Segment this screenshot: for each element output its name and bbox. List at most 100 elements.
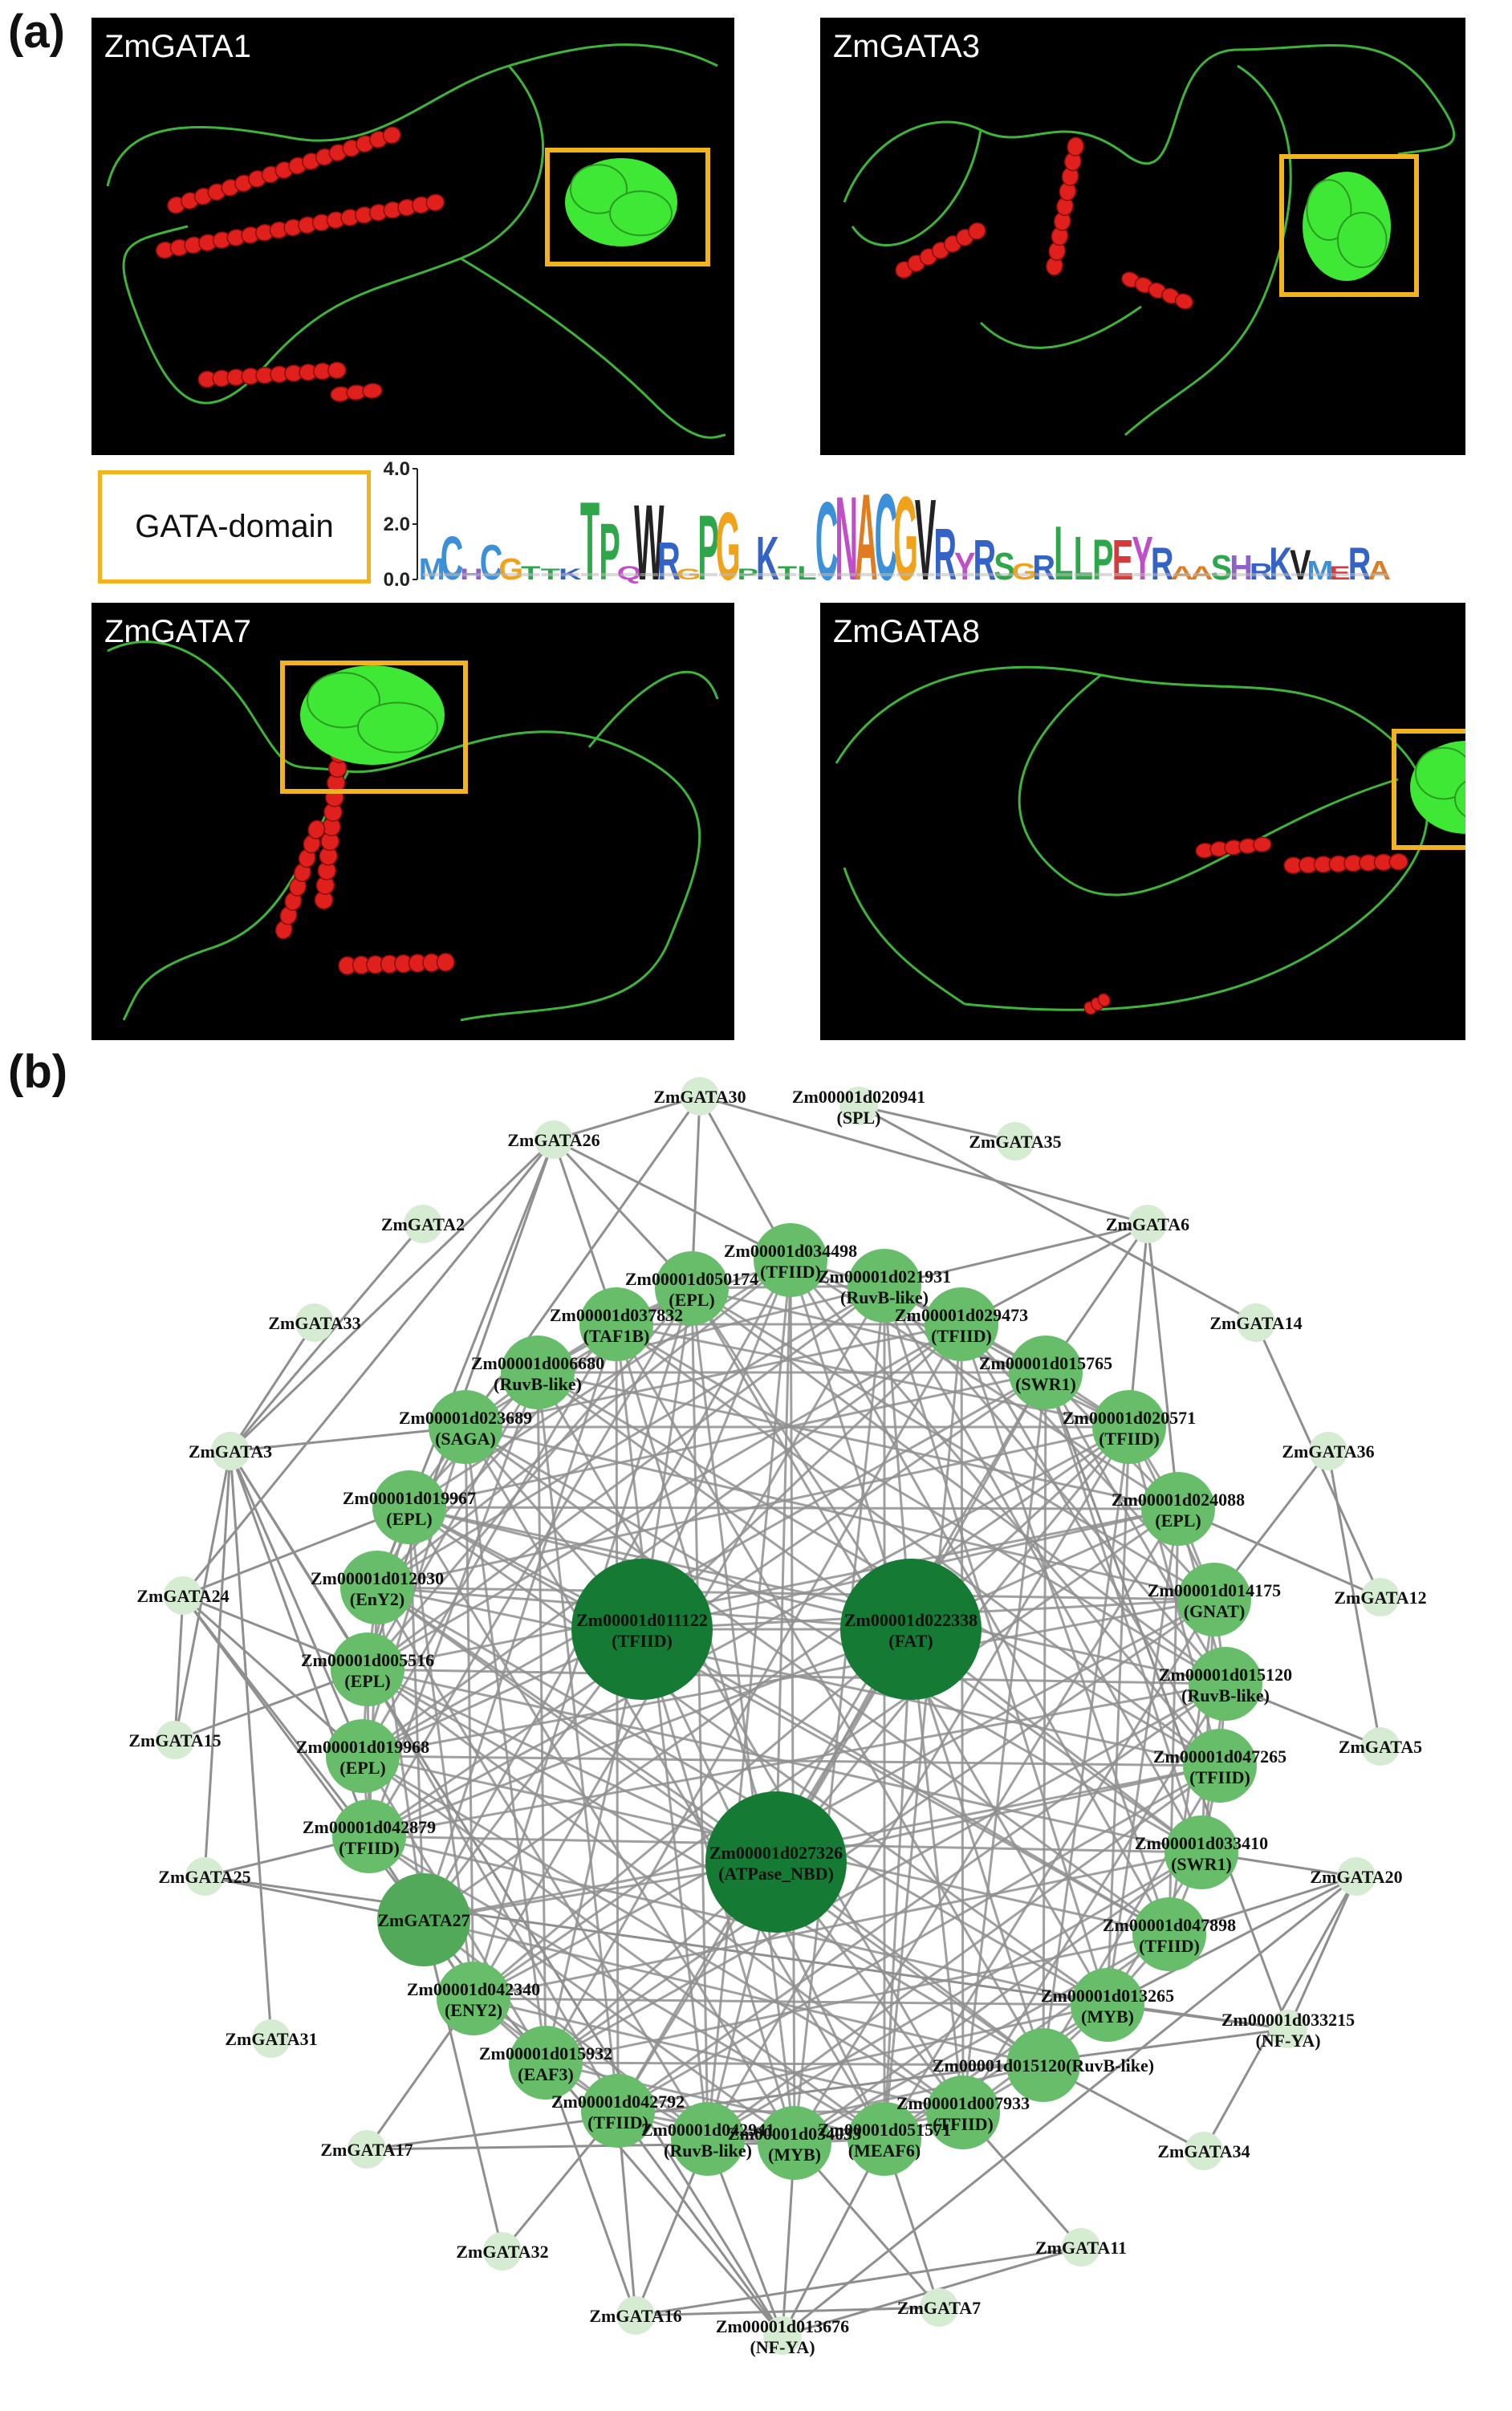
network-node (571, 1559, 713, 1700)
logo-letter: V (915, 477, 936, 588)
network-edge (367, 1668, 777, 1864)
node-label: ZmGATA15 (128, 1730, 221, 1750)
node-label-sub: (GNAT) (1184, 1601, 1246, 1621)
network-node (920, 2288, 958, 2327)
network-edge (408, 1506, 1179, 1510)
network-node (847, 1249, 921, 1323)
network-edge (465, 1323, 962, 1429)
network-edge (376, 1586, 1044, 2067)
node-label-sub: (EPL) (1155, 1510, 1201, 1531)
logo-letter: S (1211, 547, 1232, 587)
structure-zmgata1: ZmGATA1 (91, 18, 734, 455)
structure-zmgata8: ZmGATA8 (820, 603, 1465, 1040)
network-edge (464, 1426, 886, 2140)
node-label-sub: (MYB) (768, 2145, 821, 2165)
alpha-helix (338, 953, 455, 975)
logo-letter: R (1151, 539, 1174, 588)
logo-letter: N (835, 473, 858, 588)
network-edge (537, 1371, 1179, 1510)
network-node (377, 1873, 470, 1966)
network-edge (473, 1851, 1202, 2000)
node-label: Zm00001d037832 (550, 1305, 683, 1325)
node-label: ZmGATA2 (381, 1214, 465, 1234)
domain-highlight-box (1279, 154, 1419, 297)
network-edge (617, 1764, 1221, 2112)
node-label: Zm00001d042879 (303, 1817, 436, 1837)
network-edge (690, 1287, 709, 2140)
panel-b-label: (b) (8, 1046, 68, 1098)
network-edge (473, 1997, 1108, 2006)
logo-letter: L (1074, 524, 1093, 588)
network-node (925, 1287, 998, 1361)
protein-render (107, 640, 719, 1022)
node-label: Zm00001d015120 (1159, 1665, 1292, 1685)
network-node (1164, 1815, 1238, 1889)
network-edge (465, 1425, 1215, 1601)
node-label: ZmGATA17 (320, 2140, 413, 2160)
logo-letter: C (480, 535, 503, 588)
logo-y-tick: 4.0 (384, 459, 410, 480)
logo-letter: G (1012, 559, 1037, 585)
node-label: Zm00001d047898 (1103, 1915, 1236, 1935)
network-node (509, 2026, 583, 2100)
node-label: Zm00001d015932 (479, 2043, 612, 2063)
network-edge (229, 1322, 316, 1452)
network-node (1071, 1968, 1144, 2042)
network-edge (707, 1851, 1202, 2141)
network-edge (1327, 1450, 1382, 1747)
network-node (1189, 1647, 1262, 1721)
network-edge (884, 1284, 1130, 1429)
alpha-helix (330, 383, 383, 402)
network-edge (376, 1586, 1215, 1601)
node-label: Zm00001d024088 (1112, 1490, 1245, 1510)
logo-letter: L (797, 562, 816, 583)
node-label: Zm00001d022338 (844, 1610, 978, 1630)
logo-letter: A (855, 469, 878, 588)
network-node (1237, 1303, 1275, 1342)
node-label: ZmGATA16 (589, 2306, 681, 2326)
network-edge (408, 1258, 791, 1509)
structure-zmgata3: ZmGATA3 (820, 18, 1465, 455)
network-edge (691, 1287, 1047, 1374)
node-label: ZmGATA36 (1282, 1441, 1374, 1462)
logo-letter: G (893, 473, 918, 588)
network-edge (366, 2027, 1289, 2151)
node-label-sub: (EPL) (344, 1671, 390, 1691)
node-label: Zm00001d029473 (895, 1305, 1028, 1325)
network-edge (473, 1628, 912, 2000)
network-node (1309, 1432, 1347, 1470)
logo-letter: E (1329, 562, 1350, 583)
node-label-sub: (TFIID) (1099, 1429, 1160, 1449)
protein-render (106, 43, 726, 439)
network-node (211, 1432, 250, 1470)
node-label-sub: (MYB) (1081, 2006, 1134, 2027)
node-label-sub: (EPL) (386, 1509, 432, 1529)
node-label-sub: (TFIID) (587, 2112, 648, 2132)
network-node (763, 2316, 802, 2355)
network-node (1185, 2132, 1223, 2170)
logo-letter: S (994, 546, 1014, 588)
logo-letter: G (498, 553, 523, 587)
node-label: Zm00001d019967 (343, 1488, 476, 1508)
logo-letter: Y (954, 546, 975, 588)
coil-trace (843, 44, 1456, 437)
node-label-sub: (RuvB-like) (664, 2141, 752, 2161)
network-node (164, 1576, 202, 1615)
network-node (404, 1205, 442, 1243)
network-edge (536, 1372, 620, 2112)
logo-letter: M (419, 553, 445, 587)
node-label: ZmGATA12 (1334, 1588, 1426, 1608)
network-edge (616, 1323, 1221, 1767)
network-node (156, 1721, 194, 1759)
network-edge (553, 1095, 701, 1141)
node-label-sub: (EAF3) (518, 2064, 574, 2084)
network-node (681, 1077, 719, 1116)
network-edge (774, 1259, 792, 1863)
network-edge (367, 1668, 1044, 2067)
node-label: Zm00001d050174 (625, 1269, 758, 1289)
node-label-sub: (NF-YA) (750, 2337, 815, 2357)
network-node (437, 1962, 510, 2035)
network-edge (544, 2062, 637, 2316)
network-node (705, 1791, 847, 1933)
node-label-sub: (TFIID) (1139, 1936, 1200, 1956)
